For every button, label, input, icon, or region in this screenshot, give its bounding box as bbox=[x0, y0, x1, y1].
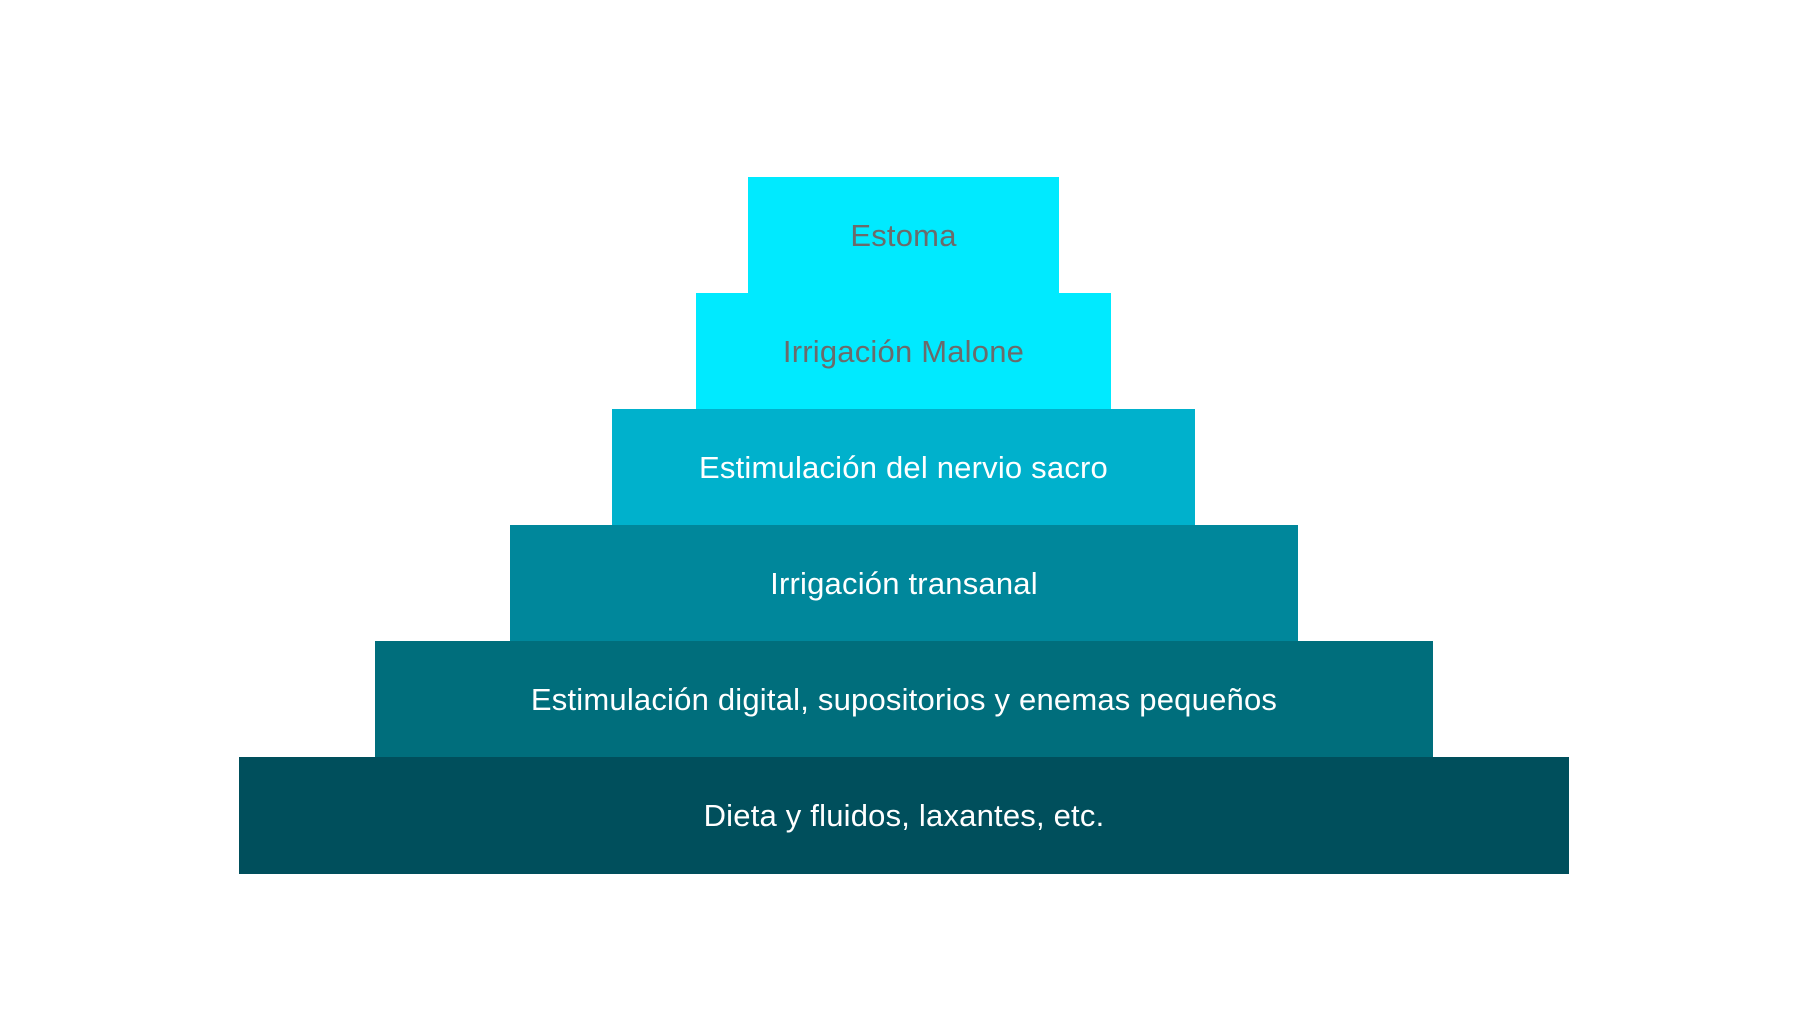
pyramid-level-label: Estoma bbox=[850, 218, 957, 253]
pyramid-level-irrigacion-transanal: Irrigación transanal bbox=[510, 525, 1298, 642]
pyramid-level-estimulacion-nervio-sacro: Estimulación del nervio sacro bbox=[612, 409, 1195, 526]
pyramid-level-estimulacion-digital: Estimulación digital, supositorios y ene… bbox=[375, 641, 1433, 758]
pyramid-level-label: Irrigación transanal bbox=[770, 566, 1038, 601]
pyramid-level-irrigacion-malone: Irrigación Malone bbox=[696, 293, 1111, 410]
pyramid-level-label: Dieta y fluidos, laxantes, etc. bbox=[703, 798, 1105, 833]
pyramid-level-estoma: Estoma bbox=[748, 177, 1059, 294]
pyramid-level-dieta-fluidos: Dieta y fluidos, laxantes, etc. bbox=[239, 757, 1569, 874]
pyramid-level-label: Estimulación del nervio sacro bbox=[699, 450, 1108, 485]
pyramid-level-label: Estimulación digital, supositorios y ene… bbox=[530, 682, 1278, 717]
pyramid-level-label: Irrigación Malone bbox=[782, 334, 1025, 369]
